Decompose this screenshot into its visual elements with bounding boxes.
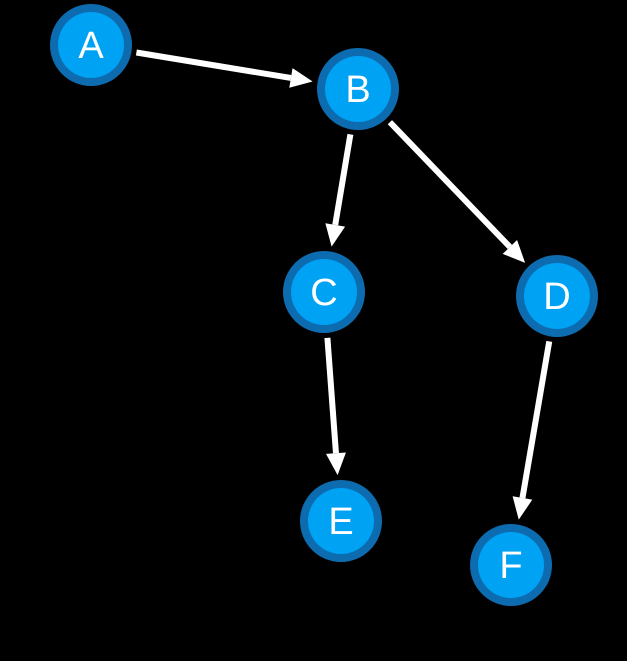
edge-b-d [387,120,526,263]
edge-b-c [325,133,354,247]
node-fill [58,12,124,78]
node-fill [291,259,357,325]
node-label: A [78,25,104,67]
edge-line [332,133,354,226]
graph-node-d[interactable]: D [516,255,598,337]
edge-c-e [324,337,346,476]
arrowhead-icon [289,68,313,88]
node-fill [524,263,590,329]
node-fill [325,56,391,122]
arrowhead-icon [502,240,526,263]
graph-node-c[interactable]: C [283,251,365,333]
node-fill [478,532,544,598]
node-label: F [499,545,522,587]
edges-layer [135,49,553,520]
node-label: C [310,272,337,314]
edge-line [519,340,553,499]
graph-node-b[interactable]: B [317,48,399,130]
arrowhead-icon [325,452,346,476]
edge-a-b [135,49,313,88]
arrowhead-icon [325,223,346,247]
edge-line [387,120,513,250]
edge-d-f [512,340,553,520]
graph-node-e[interactable]: E [300,480,382,562]
edge-line [324,337,339,454]
graph-node-a[interactable]: A [50,4,132,86]
edge-line [135,49,292,81]
node-label: B [345,69,370,111]
node-label: D [543,276,570,318]
node-fill [308,488,374,554]
nodes-layer: A B C D E F [50,4,598,606]
node-label: E [328,501,353,543]
arrowhead-icon [512,496,533,520]
graph-node-f[interactable]: F [470,524,552,606]
